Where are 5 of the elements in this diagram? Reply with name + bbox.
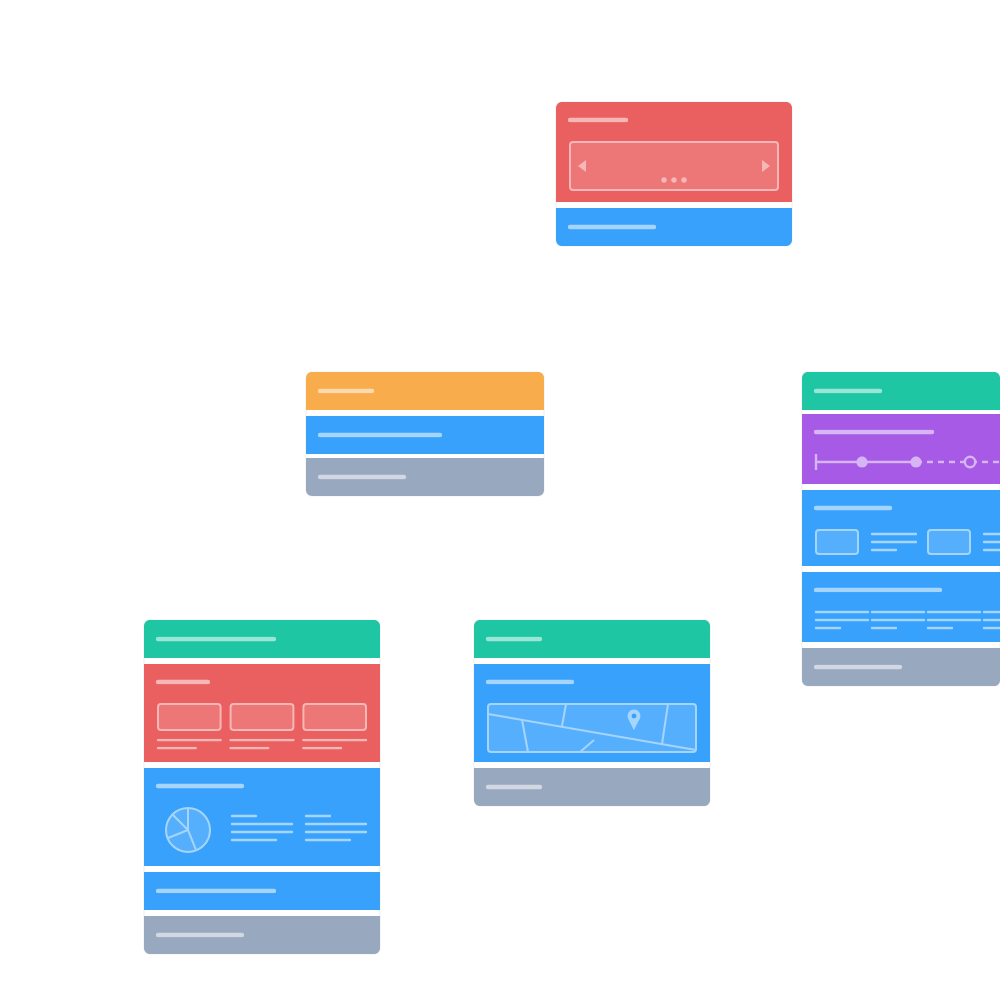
wireframe-card-drawing — [305, 371, 545, 497]
wireframe-card-drawing — [473, 619, 711, 807]
wireframe-card-drawing — [801, 371, 1000, 687]
wireframe-card-drawing — [143, 619, 381, 955]
wireframe-card-drawing — [555, 101, 793, 247]
